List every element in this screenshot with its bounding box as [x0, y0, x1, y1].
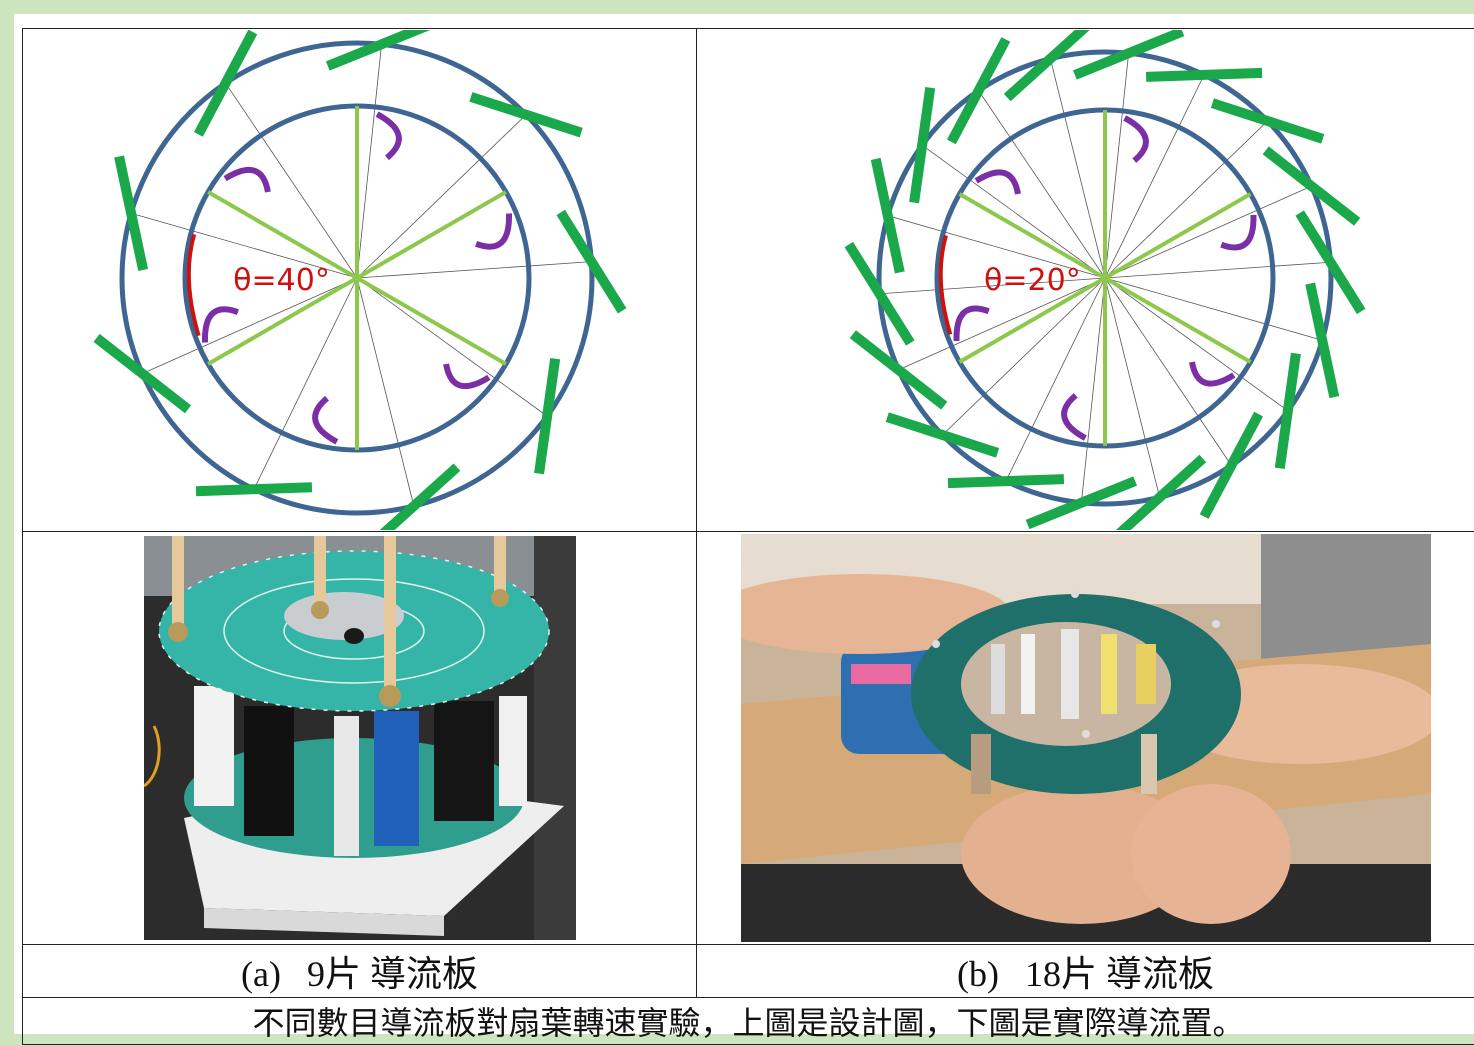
- guide-vane: [914, 88, 930, 203]
- blade-arc: [476, 213, 509, 246]
- blade-arc: [1064, 395, 1085, 438]
- spoke-line: [357, 278, 547, 416]
- caption-a-text: 9片 導流板: [307, 954, 478, 994]
- blade-arc: [976, 172, 1018, 194]
- figure-table: θ=40° θ=20°: [22, 28, 1474, 1045]
- spoke-line: [357, 278, 414, 506]
- guide-vane: [1117, 458, 1203, 530]
- spoke-line: [1105, 278, 1231, 465]
- spoke-line: [1105, 278, 1322, 340]
- guide-vane: [97, 338, 188, 409]
- blade-arc: [1192, 362, 1234, 384]
- blade-arc: [1221, 215, 1253, 247]
- spoke-line: [1105, 262, 1330, 278]
- diagram-18-vanes: θ=20°: [697, 30, 1473, 530]
- spoke-line: [1105, 186, 1311, 278]
- diagram-9-vanes: θ=40°: [23, 30, 695, 530]
- spoke-line: [357, 262, 591, 278]
- document-page: θ=40° θ=20°: [14, 14, 1474, 1034]
- guide-vane: [1212, 103, 1322, 139]
- diagram-a-cell: θ=40°: [23, 29, 697, 532]
- blade-arc: [315, 398, 337, 442]
- blade-arc: [205, 309, 238, 342]
- guide-vane: [1007, 30, 1093, 98]
- angle-label: θ=40°: [233, 263, 330, 298]
- blade-arc: [225, 170, 268, 192]
- guide-vane: [951, 39, 1005, 141]
- angle-label: θ=20°: [984, 263, 1081, 298]
- photo-18-vane-model: [741, 534, 1431, 942]
- photo-9-vane-model: [144, 536, 576, 940]
- fan-blade: [357, 192, 506, 278]
- caption-b-text: 18片 導流板: [1025, 954, 1214, 994]
- blade-arc: [446, 364, 489, 386]
- caption-a: (a) 9片 導流板: [23, 945, 697, 998]
- guide-vane: [471, 97, 581, 133]
- spoke-line: [979, 91, 1105, 278]
- guide-vane: [1280, 353, 1296, 468]
- guide-vane: [328, 30, 436, 66]
- spoke-line: [1081, 278, 1105, 503]
- guide-vane: [539, 359, 555, 474]
- spoke-line: [226, 83, 357, 278]
- guide-vane: [887, 417, 997, 453]
- guide-vane: [196, 487, 312, 491]
- guide-vane: [948, 479, 1064, 483]
- diagram-b-cell: θ=20°: [697, 29, 1474, 532]
- guide-vane: [1266, 150, 1357, 221]
- spoke-line: [1105, 53, 1129, 278]
- fan-blade: [357, 278, 506, 364]
- blade-arc: [377, 114, 399, 158]
- guide-vane: [198, 32, 252, 134]
- photo-b-cell: [697, 532, 1474, 945]
- photo-a-cell: [23, 532, 697, 945]
- spoke-line: [357, 44, 382, 278]
- fan-blade: [1105, 194, 1250, 278]
- guide-vane: [853, 334, 944, 405]
- blade-arc: [1125, 118, 1146, 161]
- guide-vane: [1204, 414, 1258, 516]
- fan-blade: [1105, 278, 1250, 362]
- caption-b-letter: (b): [957, 954, 999, 994]
- spoke-line: [1105, 278, 1160, 497]
- figure-note: 不同數目導流板對扇葉轉速實驗，上圖是設計圖，下圖是實際導流置。: [23, 998, 1474, 1045]
- caption-b: (b) 18片 導流板: [697, 945, 1474, 998]
- spoke-line: [1050, 59, 1105, 278]
- guide-vane: [1146, 73, 1262, 77]
- blade-arc: [956, 309, 988, 341]
- caption-a-letter: (a): [241, 954, 281, 994]
